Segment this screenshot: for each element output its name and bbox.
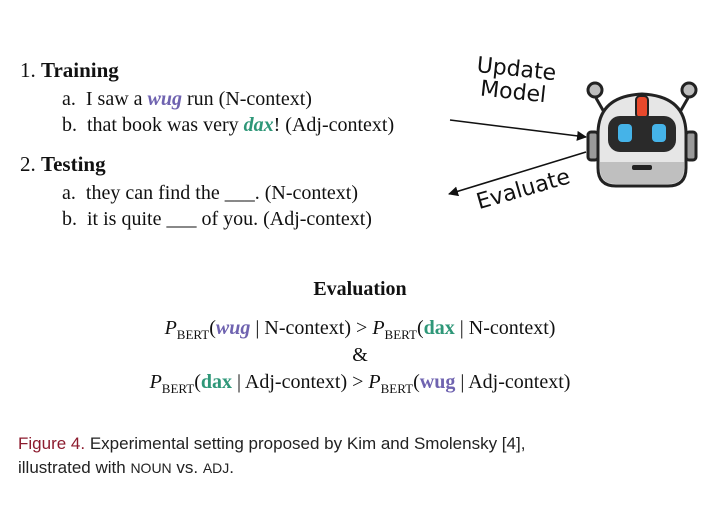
evaluation-and: & — [352, 344, 368, 366]
robot-icon — [586, 81, 698, 188]
training-item-b: b. that book was very dax! (Adj-context) — [62, 114, 395, 136]
training-title: Training — [41, 58, 119, 82]
training-item-a: a. I saw a wug run (N-context) — [62, 88, 312, 110]
testing-item-a: a. they can find the ___. (N-context) — [62, 182, 359, 204]
nonce-word-dax: dax — [243, 114, 274, 136]
update-model-label: Update Model — [475, 53, 558, 109]
figure-caption: Figure 4. Experimental setting proposed … — [18, 434, 526, 477]
nonce-word-wug: wug — [147, 88, 182, 110]
training-heading: 1. Training — [20, 58, 119, 82]
evaluation-title: Evaluation — [313, 278, 407, 300]
update-arrow — [449, 119, 587, 141]
evaluation-inequality-1: PBERT(wug | N-context) > PBERT(dax | N-c… — [164, 317, 556, 342]
testing-item-b: b. it is quite ___ of you. (Adj-context) — [62, 208, 372, 230]
caption-label: Figure 4. — [18, 434, 86, 453]
evaluate-arrow — [448, 151, 587, 197]
evaluation-inequality-2: PBERT(dax | Adj-context) > PBERT(wug | A… — [149, 371, 571, 396]
testing-title: Testing — [41, 152, 106, 176]
testing-heading: 2. Testing — [20, 152, 106, 176]
